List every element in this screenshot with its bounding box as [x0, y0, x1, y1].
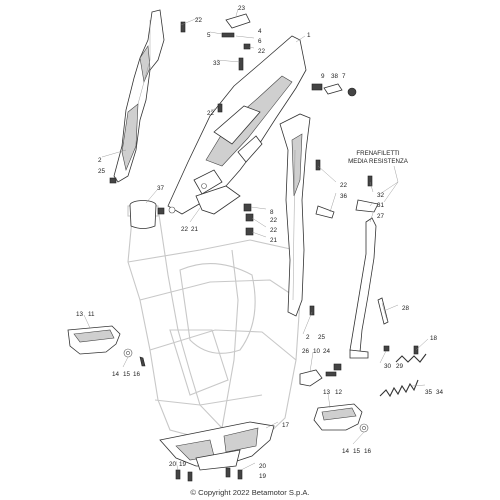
- hardware-bolts: [109, 13, 419, 482]
- callout-label: 34: [436, 389, 444, 396]
- skid-plate: [159, 421, 275, 471]
- callout-label: 6: [258, 38, 262, 45]
- side-stand: [349, 199, 379, 359]
- callout-label: 22: [181, 226, 189, 233]
- left-side-panel: [113, 9, 165, 183]
- callout-label: 36: [340, 193, 348, 200]
- callout-label: 22: [270, 217, 278, 224]
- callout-label: 13: [323, 389, 331, 396]
- callout-label: 22: [270, 227, 278, 234]
- callout-label: 13: [76, 311, 84, 318]
- callout-label: 15: [123, 371, 131, 378]
- callout-label: 21: [191, 226, 199, 233]
- callout-label: 19: [259, 473, 267, 480]
- callout-label: 9: [321, 73, 325, 80]
- callout-label: 4: [258, 28, 262, 35]
- callout-label: 2: [306, 334, 310, 341]
- guide-plate: [299, 369, 323, 387]
- right-footpeg: [313, 403, 369, 433]
- steering-head-tube: [129, 189, 158, 229]
- callout-label: 22: [207, 110, 215, 117]
- copyright-text: © Copyright 2022 Betamotor S.p.A.: [190, 488, 309, 497]
- callout-label: 16: [364, 448, 372, 455]
- callout-label: 26: [302, 348, 310, 355]
- callout-label: 17: [282, 422, 290, 429]
- callout-label: 29: [396, 363, 404, 370]
- callout-label: 31: [377, 202, 385, 209]
- callout-label: 33: [213, 60, 221, 67]
- callout-label: 27: [377, 213, 385, 220]
- callout-label: 22: [340, 182, 348, 189]
- callout-label: 23: [238, 5, 246, 12]
- left-footpeg: [67, 325, 146, 367]
- callout-label: 2: [98, 157, 102, 164]
- callout-label: 22: [258, 48, 266, 55]
- callout-label: 18: [430, 335, 438, 342]
- callout-label: 10: [313, 348, 321, 355]
- callout-label: 11: [88, 311, 95, 318]
- callout-label: 35: [425, 389, 433, 396]
- callout-label: 7: [342, 73, 346, 80]
- callout-label: 12: [335, 389, 343, 396]
- callout-label: 15: [353, 448, 361, 455]
- callout-label: 37: [157, 185, 165, 192]
- threadlocker-note: FRENAFILETTI MEDIA RESISTENZA: [348, 150, 409, 203]
- callout-label: 14: [112, 371, 120, 378]
- leader-lines: [83, 8, 429, 471]
- callout-label: 8: [270, 209, 274, 216]
- callout-label: 19: [179, 461, 187, 468]
- callout-label: 16: [133, 371, 141, 378]
- callout-label: 32: [377, 192, 385, 199]
- callout-label: 5: [207, 32, 211, 39]
- right-side-panel: [279, 113, 311, 317]
- return-spring: [379, 353, 427, 398]
- callout-label: 22: [195, 17, 203, 24]
- side-stand-spring: [377, 297, 389, 325]
- callout-label: 28: [402, 305, 410, 312]
- callout-label: 20: [259, 463, 267, 470]
- callout-label: 14: [342, 448, 350, 455]
- rear-subframe: [167, 35, 307, 215]
- callout-label: 30: [384, 363, 392, 370]
- callout-label: 38: [331, 73, 339, 80]
- callout-label: 25: [318, 334, 326, 341]
- callout-label: 1: [307, 32, 311, 39]
- callout-label: 21: [270, 237, 278, 244]
- note-line-1: FRENAFILETTI: [356, 150, 400, 157]
- callout-label: 20: [169, 461, 177, 468]
- note-line-2: MEDIA RESISTENZA: [348, 158, 409, 165]
- callout-label: 25: [98, 168, 106, 175]
- callout-label: 24: [323, 348, 331, 355]
